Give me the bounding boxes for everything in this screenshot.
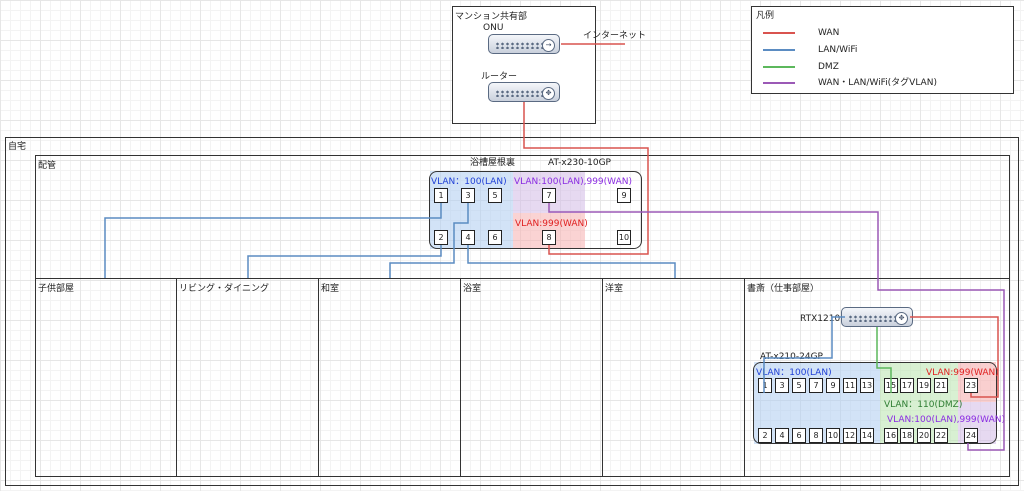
wire-rtx-port23 [910, 316, 999, 398]
rtx-ports-icon [848, 315, 896, 322]
legend-label-wan: WAN [818, 28, 840, 38]
switch10-port-1[interactable]: 1 [434, 188, 448, 203]
router-ports-icon [495, 90, 543, 97]
switch24-port-19[interactable]: 19 [917, 378, 931, 393]
legend-label-tagged: WAN・LAN/WiFi(タグVLAN) [818, 78, 937, 88]
wire-port2-living [247, 245, 442, 278]
switch10-body [429, 171, 642, 249]
room-washitsu-label: 和室 [321, 284, 340, 294]
room-study-label: 書斎（仕事部屋） [747, 284, 820, 294]
switch10-port-8[interactable]: 8 [542, 230, 556, 245]
switch10-name: AT-x230-10GP [548, 158, 611, 168]
room-living-label: リビング・ダイニング [179, 284, 270, 294]
room-bath-label: 浴室 [463, 284, 482, 294]
switch24-vlan-tagged: VLAN:100(LAN),999(WAN) [887, 415, 1005, 425]
switch24-port-9[interactable]: 9 [826, 378, 840, 393]
switch24-port-6[interactable]: 6 [792, 428, 806, 443]
wire-port7-tagged [548, 203, 1005, 451]
switch10-port-5[interactable]: 5 [488, 188, 502, 203]
switch24-port-5[interactable]: 5 [792, 378, 806, 393]
rtx-move-icon: ✥ [895, 312, 908, 325]
wire-port3-washitsu [389, 203, 469, 278]
router-move-icon: ✥ [542, 87, 555, 100]
switch24-port-14[interactable]: 14 [860, 428, 874, 443]
router-label: ルーター [481, 72, 518, 82]
switch24-port-1[interactable]: 1 [758, 378, 772, 393]
legend-label-dmz: DMZ [818, 62, 839, 72]
switch10-port-10[interactable]: 10 [617, 230, 631, 245]
switch10-vlan-tagged: VLAN:100(LAN),999(WAN) [514, 177, 632, 187]
wire-rtx-port15 [876, 327, 892, 393]
wire-rtx-port1 [763, 316, 845, 393]
legend-line-dmz [763, 66, 795, 68]
attic-label: 浴槽屋根裏 [470, 158, 516, 168]
home-title: 自宅 [8, 142, 27, 152]
switch10-port-3[interactable]: 3 [461, 188, 475, 203]
switch10-port-7[interactable]: 7 [542, 188, 556, 203]
legend-line-lan [763, 49, 795, 51]
switch10-vlan-lan: VLAN：100(LAN) [431, 177, 507, 187]
switch24-name: AT-x210-24GP [760, 352, 823, 362]
switch24-port-22[interactable]: 22 [934, 428, 948, 443]
switch10-port-6[interactable]: 6 [488, 230, 502, 245]
switch24-body [753, 362, 997, 444]
legend-label-lan: LAN/WiFi [818, 45, 858, 55]
switch24-vlan-dmz: VLAN：110(DMZ) [884, 400, 963, 410]
wire-port4-western [467, 245, 676, 278]
switch24-vlan-lan: VLAN：100(LAN) [756, 368, 832, 378]
switch10-vlan-wan: VLAN:999(WAN) [515, 219, 588, 229]
piping-label: 配管 [38, 161, 57, 171]
switch10-port-9[interactable]: 9 [617, 188, 631, 203]
switch24-port-20[interactable]: 20 [917, 428, 931, 443]
onu-device: → [488, 34, 560, 54]
room-kids-label: 子供部屋 [38, 284, 75, 294]
switch10-port-2[interactable]: 2 [434, 230, 448, 245]
onu-label: ONU [483, 23, 504, 33]
room-western-label: 洋室 [605, 284, 624, 294]
shared-area-label: マンション共有部 [455, 12, 528, 22]
room-study [744, 278, 1010, 477]
rtx-label: RTX1210 [800, 314, 841, 324]
switch24-port-8[interactable]: 8 [809, 428, 823, 443]
switch24-port-24[interactable]: 24 [964, 428, 978, 443]
switch24-port-4[interactable]: 4 [775, 428, 789, 443]
switch24-port-3[interactable]: 3 [775, 378, 789, 393]
wire-router-switch10 [523, 102, 649, 255]
switch24-port-12[interactable]: 12 [843, 428, 857, 443]
wire-port1-kids [104, 203, 442, 278]
switch24-port-16[interactable]: 16 [884, 428, 898, 443]
switch24-port-17[interactable]: 17 [900, 378, 914, 393]
legend-title: 凡例 [756, 11, 775, 21]
switch24-port-2[interactable]: 2 [758, 428, 772, 443]
legend-line-tagged [763, 82, 795, 84]
switch10-port-4[interactable]: 4 [461, 230, 475, 245]
switch24-port-21[interactable]: 21 [934, 378, 948, 393]
onu-arrow-icon: → [542, 39, 555, 52]
switch24-port-7[interactable]: 7 [809, 378, 823, 393]
switch24-port-18[interactable]: 18 [900, 428, 914, 443]
onu-ports-icon [495, 42, 543, 49]
internet-label: インターネット [583, 31, 647, 41]
switch24-port-23[interactable]: 23 [964, 378, 978, 393]
router-device: ✥ [488, 82, 560, 102]
home-box [5, 137, 1019, 486]
switch24-port-13[interactable]: 13 [860, 378, 874, 393]
switch24-port-10[interactable]: 10 [826, 428, 840, 443]
switch24-vlan-wan: VLAN:999(WAN) [926, 368, 999, 378]
switch24-port-11[interactable]: 11 [843, 378, 857, 393]
legend-line-wan [763, 32, 795, 34]
